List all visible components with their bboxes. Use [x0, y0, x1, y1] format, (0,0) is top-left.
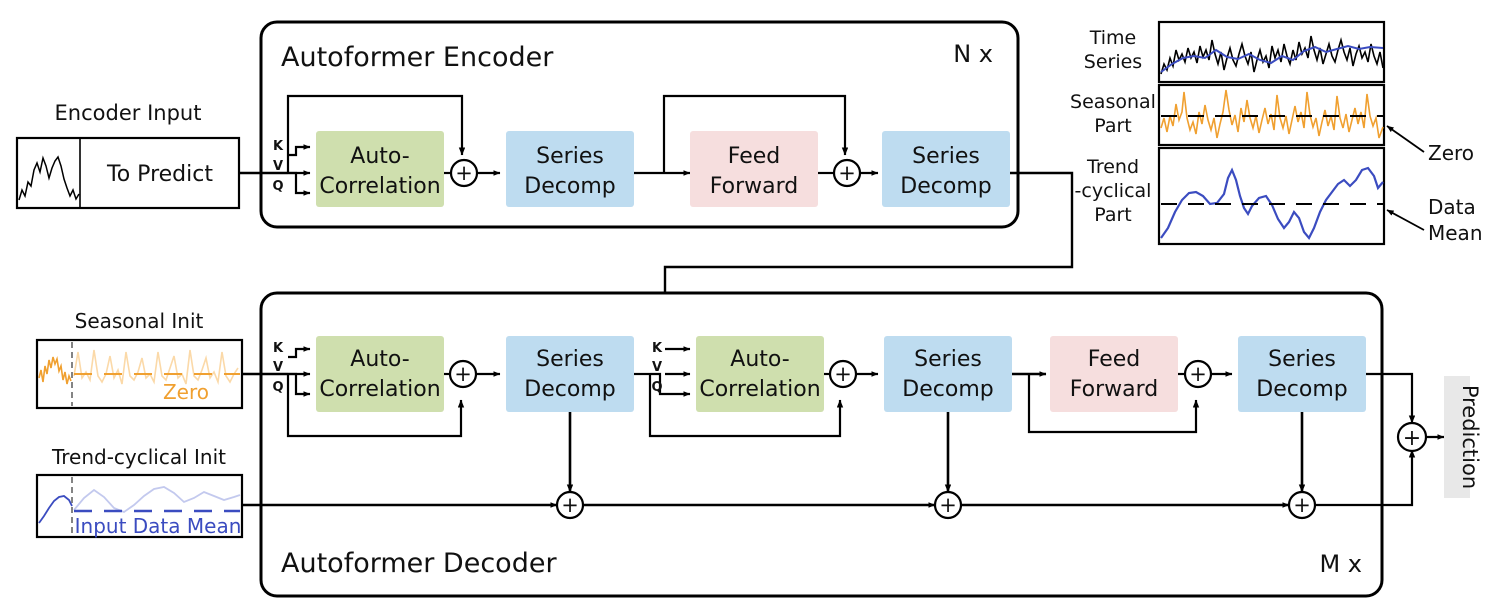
- trend-init-mean-label: Input Data Mean: [75, 514, 242, 538]
- encoder-input-box: [15, 136, 241, 210]
- trend-adder-2-symbol: +: [939, 493, 957, 517]
- data-mean-annotation-line-2: Mean: [1428, 221, 1483, 245]
- decoder-q-label-2: Q: [651, 380, 662, 395]
- decoder-k-label-1: K: [273, 341, 284, 356]
- encoder-feed-forward-block: [690, 131, 818, 207]
- decoder-series-decomp-2-line-1: Series: [914, 347, 982, 372]
- encoder-repeat-label: N x: [953, 40, 993, 68]
- encoder-feed-forward-line-2: Forward: [710, 174, 798, 199]
- decoder-title: Autoformer Decoder: [281, 548, 557, 579]
- decoder-series-decomp-1-line-2: Decomp: [524, 377, 615, 402]
- decoder-series-decomp-3-line-2: Decomp: [1256, 377, 1347, 402]
- trend-part-plot-box: [1157, 146, 1386, 246]
- decoder-residual-1: [286, 374, 465, 438]
- final-adder-symbol: +: [1403, 426, 1421, 451]
- encoder-v-label: V: [273, 159, 283, 174]
- encoder-series-decomp-1-line-1: Series: [536, 144, 604, 169]
- decoder-auto-correlation-self-block: [316, 336, 444, 412]
- data-mean-annotation-line-1: Data: [1428, 195, 1476, 219]
- decoder-feed-forward-line-2: Forward: [1070, 377, 1158, 402]
- time-series-caption-line-1: Time: [1089, 27, 1137, 49]
- legend-seasonal-part-group: Seasonal Part Zero: [1070, 83, 1474, 165]
- decoder-series-decomp-1-line-1: Series: [536, 347, 604, 372]
- decoder-auto-correlation-self-line-1: Auto-: [350, 347, 409, 372]
- encoder-series-decomp-1-line-2: Decomp: [524, 174, 615, 199]
- trend-adder-1-symbol: +: [561, 493, 579, 517]
- decoder-series-decomp-2-block: [884, 336, 1012, 412]
- time-series-caption-line-2: Series: [1084, 51, 1142, 73]
- seasonal-init-zero-label: Zero: [163, 380, 209, 404]
- decoder-feed-forward-block: [1050, 336, 1178, 412]
- trend-init-caption: Trend-cyclical Init: [51, 445, 226, 469]
- encoder-q-label: Q: [272, 179, 283, 194]
- prediction-badge: [1444, 376, 1470, 498]
- encoder-auto-correlation-line-2: Correlation: [319, 174, 440, 199]
- decoder-q-arrow-1: [288, 372, 311, 397]
- trend-part-caption-line-1: Trend: [1086, 156, 1139, 178]
- trend-part-caption-line-3: Part: [1094, 204, 1132, 226]
- decoder-series-decomp-2-line-2: Decomp: [902, 377, 993, 402]
- decoder-v-label-2: V: [652, 360, 662, 375]
- encoder-k-label: K: [273, 139, 284, 154]
- seasonal-out-to-final: [1366, 372, 1416, 424]
- data-mean-annotation-arrow: [1386, 209, 1425, 231]
- encoder-k-arrow: [288, 144, 311, 157]
- decoder-q-arrow-2: [650, 372, 691, 397]
- zero-annotation-label: Zero: [1428, 141, 1474, 165]
- decoder-residual-2: [648, 374, 844, 438]
- seasonal-init-caption: Seasonal Init: [75, 309, 204, 333]
- decoder-auto-correlation-cross-line-1: Auto-: [730, 347, 789, 372]
- decoder-k-label-2: K: [652, 341, 663, 356]
- decoder-auto-correlation-cross-block: [696, 336, 824, 412]
- zero-annotation-arrow: [1386, 125, 1425, 153]
- encoder-adder-1-symbol: +: [455, 161, 473, 185]
- to-predict-label: To Predict: [106, 162, 213, 187]
- encoder-q-arrow: [288, 171, 311, 196]
- decoder-v-label-1: V: [273, 360, 283, 375]
- seasonal-part-caption-line-1: Seasonal: [1070, 91, 1156, 113]
- encoder-input-group: [15, 136, 241, 210]
- decoder-adder-2-symbol: +: [834, 362, 852, 386]
- decoder-adder-3-symbol: +: [1189, 362, 1207, 386]
- trend-out-to-final: [1315, 449, 1416, 507]
- encoder-series-decomp-2-line-1: Series: [912, 144, 980, 169]
- decoder-series-decomp-3-block: [1238, 336, 1366, 412]
- encoder-input-sparkline: [18, 155, 80, 201]
- encoder-residual-1: [286, 94, 466, 173]
- trend-part-caption-line-2: -cyclical: [1075, 180, 1152, 202]
- decoder-series-decomp-1-block: [506, 336, 634, 412]
- decoder-k-arrow-1: [288, 346, 311, 359]
- trend-init-group: Input Data Mean Trend-cyclical Init: [35, 445, 244, 539]
- encoder-residual-2: [662, 94, 849, 173]
- trend-adder-3-symbol: +: [1293, 493, 1311, 517]
- encoder-auto-correlation-block: [316, 131, 444, 207]
- decoder-residual-3: [1027, 374, 1200, 434]
- seasonal-init-group: Zero Seasonal Init: [35, 309, 244, 410]
- decoder-repeat-label: M x: [1319, 550, 1362, 578]
- encoder-auto-correlation-line-1: Auto-: [350, 144, 409, 169]
- prediction-label: Prediction: [1458, 385, 1482, 489]
- encoder-feed-forward-line-1: Feed: [728, 144, 781, 169]
- encoder-series-decomp-1-block: [506, 131, 634, 207]
- encoder-adder-2-symbol: +: [838, 161, 856, 185]
- encoder-input-caption: Encoder Input: [55, 101, 202, 125]
- decoder-auto-correlation-cross-line-2: Correlation: [699, 377, 820, 402]
- decoder-adder-1-symbol: +: [454, 362, 472, 386]
- encoder-title: Autoformer Encoder: [281, 42, 554, 73]
- encoder-series-decomp-2-line-2: Decomp: [900, 174, 991, 199]
- decoder-auto-correlation-self-line-2: Correlation: [319, 377, 440, 402]
- encoder-series-decomp-2-block: [882, 131, 1010, 207]
- seasonal-part-caption-line-2: Part: [1094, 115, 1132, 137]
- legend-time-series-group: Time Series: [1084, 20, 1386, 84]
- legend-trend-part-group: Trend -cyclical Part Data Mean: [1075, 146, 1483, 246]
- decoder-feed-forward-line-1: Feed: [1088, 347, 1141, 372]
- decoder-series-decomp-3-line-1: Series: [1268, 347, 1336, 372]
- decoder-q-label-1: Q: [272, 380, 283, 395]
